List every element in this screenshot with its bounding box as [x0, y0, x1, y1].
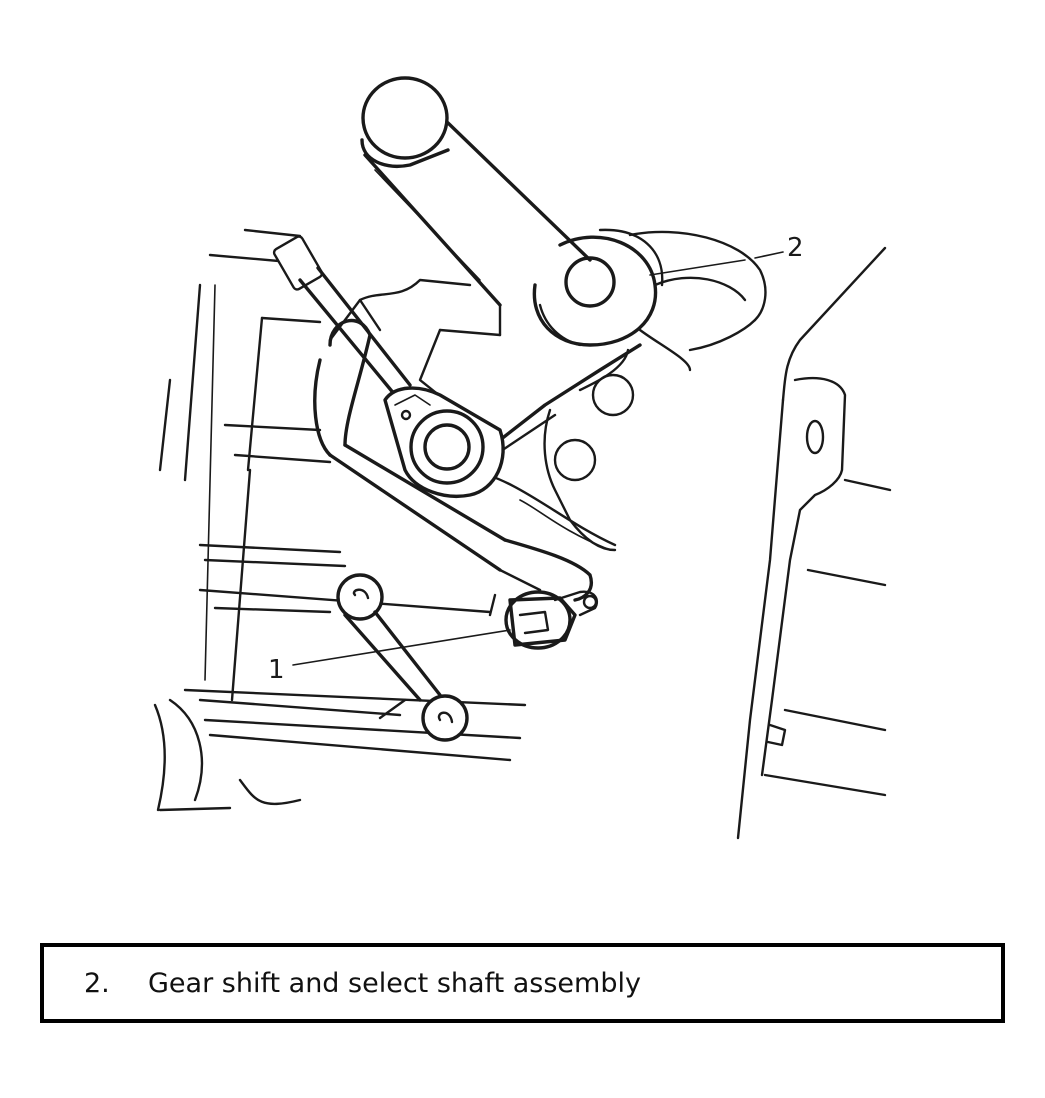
lock-clip-bolt	[488, 590, 599, 650]
link-rod	[272, 235, 412, 397]
select-shaft-pivot-boss	[493, 228, 767, 552]
shift-arm	[313, 318, 593, 602]
case-flange-right	[736, 246, 892, 840]
callout-label-2: 2	[787, 233, 804, 263]
caption-box: 2. Gear shift and select shaft assembly	[40, 943, 1005, 1023]
callout-leaders	[292, 251, 784, 666]
shift-lever-arm	[360, 76, 592, 402]
callout-label-1: 1	[268, 655, 285, 685]
transmission-case-outline	[153, 228, 617, 812]
caption-text: Gear shift and select shaft assembly	[148, 967, 641, 999]
gear-shift-assembly-diagram: 2 1	[153, 76, 892, 840]
caption-number: 2.	[84, 967, 110, 999]
lower-linkage	[336, 573, 469, 742]
